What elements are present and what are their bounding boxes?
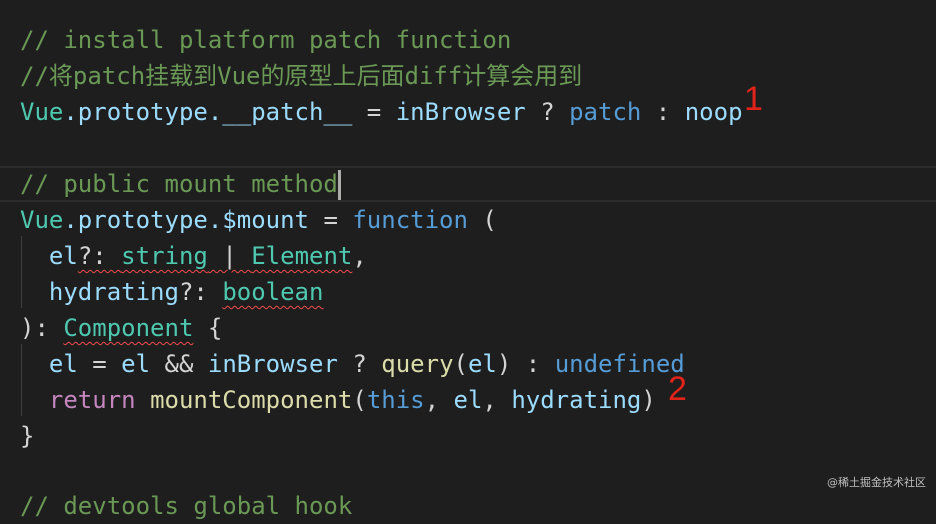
identifier-token: el <box>467 350 497 378</box>
punctuation-token: ( <box>352 386 367 414</box>
annotation-marker-2: 2 <box>668 370 687 408</box>
identifier-token: .prototype.$mount <box>63 206 309 234</box>
comment-token: //将patch挂载到Vue的原型上后面diff计算会用到 <box>20 62 583 90</box>
annotation-marker-1: 1 <box>744 80 763 118</box>
watermark: @稀土掘金技术社区 <box>827 476 926 489</box>
code-line-1[interactable]: // install platform patch function <box>20 22 511 58</box>
punctuation-token <box>20 242 49 270</box>
punctuation-token: ?: <box>178 278 223 306</box>
code-line-14[interactable]: // devtools global hook <box>20 488 352 524</box>
punctuation-token: | <box>207 242 252 270</box>
identifier-token: inBrowser <box>207 350 338 378</box>
keyword-token: undefined <box>554 350 685 378</box>
punctuation-token: , <box>482 386 512 414</box>
keyword-token: this <box>366 386 425 414</box>
function-token: query <box>381 350 454 378</box>
punctuation-token: ) <box>641 386 656 414</box>
identifier-token: el <box>121 350 151 378</box>
type-token: boolean <box>222 278 324 306</box>
punctuation-token: , <box>424 386 454 414</box>
punctuation-token: ? <box>525 98 570 126</box>
code-line-3[interactable]: Vue.prototype.__patch__ = inBrowser ? pa… <box>20 94 743 130</box>
comment-token: // devtools global hook <box>20 492 353 520</box>
comment-token: // install platform patch function <box>20 26 512 54</box>
code-line-11[interactable]: return mountComponent(this, el, hydratin… <box>20 382 656 418</box>
text-cursor <box>337 170 341 200</box>
punctuation-token: ( <box>467 206 497 234</box>
identifier-token: hydrating <box>511 386 642 414</box>
punctuation-token: ) : <box>496 350 555 378</box>
code-line-9[interactable]: ): Component { <box>20 310 222 346</box>
punctuation-token: } <box>20 422 35 450</box>
type-token: Vue <box>20 98 64 126</box>
type-token: Vue <box>20 206 64 234</box>
punctuation-token <box>136 386 150 414</box>
punctuation-token <box>20 350 49 378</box>
punctuation-token: , <box>352 242 367 270</box>
punctuation-token: ? <box>337 350 382 378</box>
identifier-token: .prototype.__patch__ <box>63 98 353 126</box>
code-line-2[interactable]: //将patch挂载到Vue的原型上后面diff计算会用到 <box>20 58 582 94</box>
punctuation-token: && <box>150 350 208 378</box>
punctuation-token: { <box>193 314 223 342</box>
identifier-token: noop <box>684 98 743 126</box>
punctuation-token: = <box>309 206 353 234</box>
indent-guide <box>21 236 22 308</box>
punctuation-token <box>20 278 49 306</box>
code-line-10[interactable]: el = el && inBrowser ? query(el) : undef… <box>20 346 685 382</box>
punctuation-token: ( <box>453 350 468 378</box>
identifier-token: inBrowser <box>395 98 526 126</box>
code-line-7[interactable]: el?: string | Element, <box>20 238 367 274</box>
punctuation-token: : <box>641 98 685 126</box>
keyword-token: patch <box>569 98 642 126</box>
type-token: Component <box>63 314 194 342</box>
punctuation-token: ?: <box>77 242 122 270</box>
identifier-token: hydrating <box>48 278 179 306</box>
code-line-5[interactable]: // public mount method <box>0 166 936 202</box>
code-line-8[interactable]: hydrating?: boolean <box>20 274 324 310</box>
keyword-token: function <box>352 206 468 234</box>
punctuation-token: = <box>77 350 122 378</box>
identifier-token: el <box>48 242 78 270</box>
identifier-token: el <box>48 350 78 378</box>
function-token: mountComponent <box>150 386 353 414</box>
code-line-6[interactable]: Vue.prototype.$mount = function ( <box>20 202 497 238</box>
control-keyword-token: return <box>48 386 136 414</box>
punctuation-token <box>20 386 49 414</box>
indent-guide <box>21 344 22 416</box>
identifier-token: el <box>453 386 483 414</box>
type-token: string <box>121 242 208 270</box>
code-line-12[interactable]: } <box>20 418 34 454</box>
punctuation-token: ): <box>20 314 64 342</box>
type-token: Element <box>251 242 353 270</box>
punctuation-token: = <box>352 98 396 126</box>
comment-token: // public mount method <box>20 170 338 198</box>
